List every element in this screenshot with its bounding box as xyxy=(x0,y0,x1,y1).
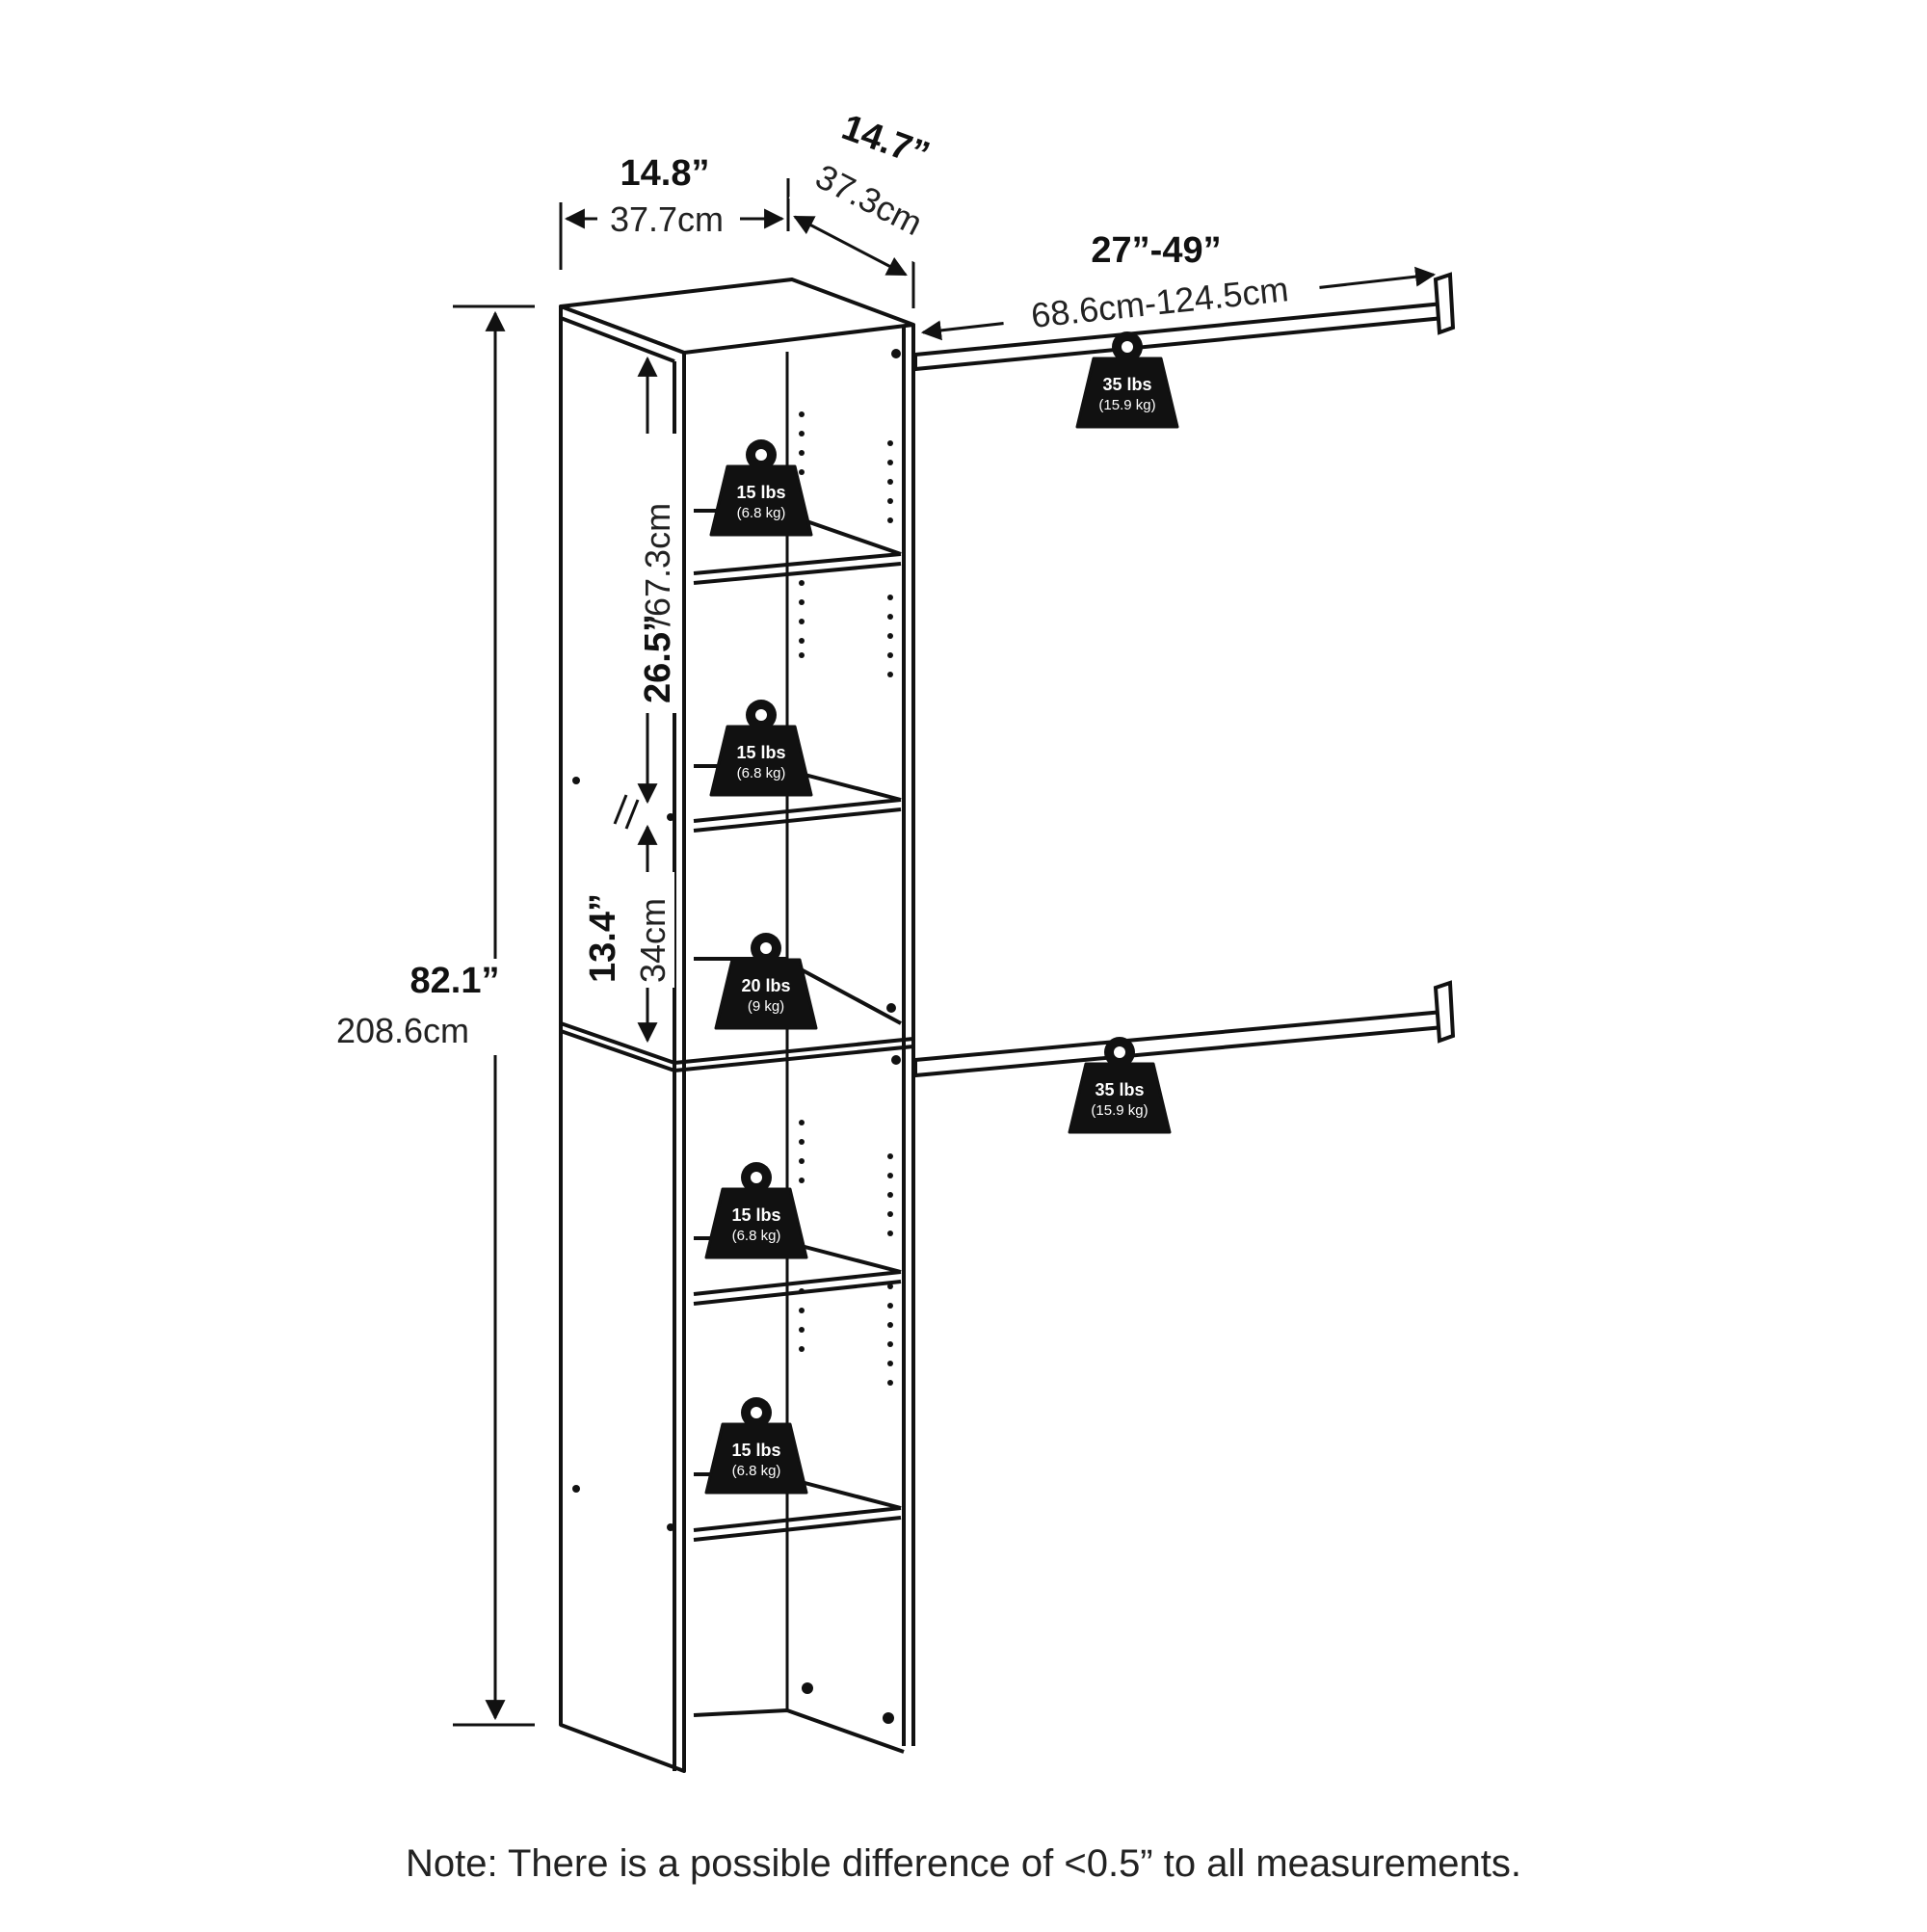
lower-shelf-cm: 34cm xyxy=(633,898,673,983)
hanging-rod-bottom xyxy=(913,980,1456,1078)
weight-shelf-4-kg: (6.8 kg) xyxy=(732,1228,781,1244)
tower-left-edge xyxy=(560,316,675,363)
weight-rod-bottom-lbs: 35 lbs xyxy=(1095,1080,1144,1099)
weight-icon-shelf-1: 15 lbs (6.8 kg) xyxy=(709,439,813,537)
measurement-note: Note: There is a possible difference of … xyxy=(405,1842,1522,1885)
weight-shelf-4-lbs: 15 lbs xyxy=(731,1205,780,1225)
weight-shelf-3-lbs: 20 lbs xyxy=(741,976,790,995)
weight-shelf-1-lbs: 15 lbs xyxy=(736,483,785,502)
weight-icon-rod-top: 35 lbs (15.9 kg) xyxy=(1075,331,1179,429)
tower-base xyxy=(693,1708,905,1754)
weight-rod-top-kg: (15.9 kg) xyxy=(1098,397,1155,413)
depth-dimension-line xyxy=(793,215,908,277)
weight-shelf-5-lbs: 15 lbs xyxy=(731,1441,780,1460)
rod-inches: 27”-49” xyxy=(1091,230,1221,271)
width-inches: 14.8” xyxy=(620,153,710,194)
weight-icon-shelf-3: 20 lbs (9 kg) xyxy=(714,933,818,1030)
rod-bracket-bottom xyxy=(1433,980,1456,1044)
dimension-labels: 14.8” 37.7cm 14.7” 37.3cm 27”-49” 68.6cm… xyxy=(328,107,1322,1055)
weight-icon-shelf-4: 15 lbs (6.8 kg) xyxy=(704,1162,808,1259)
weight-shelf-5-kg: (6.8 kg) xyxy=(732,1463,781,1479)
weight-shelf-3-kg: (9 kg) xyxy=(748,998,784,1015)
weight-shelf-2-lbs: 15 lbs xyxy=(736,743,785,762)
tower-right-edge xyxy=(902,325,915,1746)
height-inches: 82.1” xyxy=(410,961,500,1001)
weight-rod-top-lbs: 35 lbs xyxy=(1102,375,1151,394)
upper-shelf-cm: /67.3cm xyxy=(638,503,677,626)
depth-inches: 14.7” xyxy=(836,107,935,175)
upper-shelf-inches: 26.5” xyxy=(638,614,678,703)
weight-capacity-icons: 35 lbs (15.9 kg) 35 lbs (15.9 kg) 15 lbs… xyxy=(704,331,1179,1495)
weight-rod-bottom-kg: (15.9 kg) xyxy=(1091,1102,1148,1119)
rod-bracket-top xyxy=(1433,272,1456,335)
weight-shelf-1-kg: (6.8 kg) xyxy=(737,505,786,521)
height-cm: 208.6cm xyxy=(336,1011,469,1050)
width-cm: 37.7cm xyxy=(610,199,724,239)
lower-shelf-inches: 13.4” xyxy=(583,893,623,983)
shelf-pin-holes xyxy=(572,349,901,1724)
weight-icon-shelf-2: 15 lbs (6.8 kg) xyxy=(709,700,813,797)
weight-icon-rod-bottom: 35 lbs (15.9 kg) xyxy=(1068,1037,1172,1134)
weight-icon-shelf-5: 15 lbs (6.8 kg) xyxy=(704,1397,808,1495)
weight-shelf-2-kg: (6.8 kg) xyxy=(737,765,786,781)
tower-mid-divider xyxy=(560,1021,914,1072)
